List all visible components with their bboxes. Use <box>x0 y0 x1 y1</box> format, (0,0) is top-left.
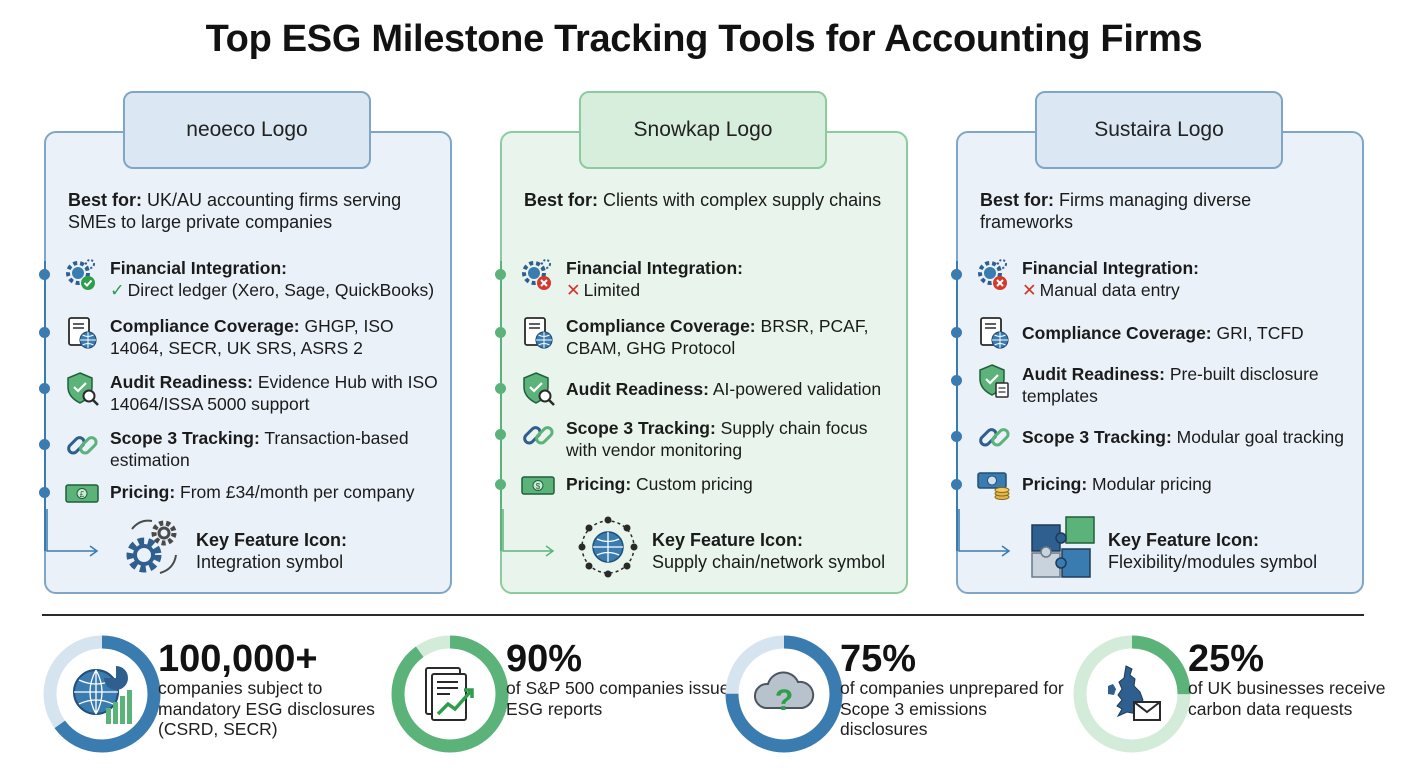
gear-cross-icon <box>522 259 551 290</box>
progress-ring <box>725 635 843 753</box>
row-text: Audit Readiness: Pre-built disclosure te… <box>1022 364 1319 406</box>
money-icon: £ <box>65 484 99 503</box>
puzzle-icon <box>1031 516 1095 578</box>
stat-number: 100,000+ <box>158 638 318 680</box>
stat-description: of companies unprepared for Scope 3 emis… <box>840 678 1064 739</box>
row-dot <box>39 269 50 280</box>
key-feature: Key Feature Icon:Supply chain/network sy… <box>502 509 902 579</box>
row-text: Audit Readiness: Evidence Hub with ISO 1… <box>110 372 438 414</box>
page-title: Top ESG Milestone Tracking Tools for Acc… <box>205 18 1203 60</box>
row-text: Scope 3 Tracking: Transaction-based esti… <box>110 428 409 470</box>
snowkap-logo: Snowkap Logo <box>579 91 827 169</box>
key-feature-text: Key Feature Icon:Integration symbol <box>196 530 348 572</box>
tool-card-sustaira: Best for: Firms managing diverse framewo… <box>951 131 1364 594</box>
row-text: Compliance Coverage: GRI, TCFD <box>1022 323 1304 343</box>
shield-search-icon <box>523 372 555 406</box>
stat-number: 25% <box>1188 638 1265 680</box>
divider <box>42 614 1364 616</box>
card-rail <box>44 261 46 551</box>
chain-link-icon <box>979 428 1010 447</box>
card-rail <box>500 261 502 551</box>
row-dot <box>39 327 50 338</box>
progress-ring <box>391 635 509 753</box>
row-text: Scope 3 Tracking: Modular goal tracking <box>1022 427 1344 447</box>
row-text: Financial Integration:✕Manual data entry <box>1022 258 1199 300</box>
gear-cross-icon <box>978 259 1007 290</box>
arrow-icon <box>502 509 555 557</box>
row-dot <box>495 429 506 440</box>
globe-chart-icon <box>73 666 132 724</box>
money-icon: $ <box>521 476 555 495</box>
row-dot <box>951 269 962 280</box>
svg-text:£: £ <box>80 490 85 499</box>
stat-sp500-esg: 90% of S&P 500 companies issue ESG repor… <box>388 632 729 753</box>
row-dot <box>495 383 506 394</box>
best-for: Best for: Clients with complex supply ch… <box>524 190 882 210</box>
arrow-icon <box>46 509 99 557</box>
money-coins-icon <box>977 472 1010 500</box>
report-growth-icon <box>425 667 474 721</box>
row-dot <box>951 479 962 490</box>
row-text: Audit Readiness: AI-powered validation <box>566 379 882 399</box>
document-globe-icon <box>524 317 553 349</box>
sustaira-logo: Sustaira Logo <box>1035 91 1283 169</box>
row-text: Financial Integration:✕Limited <box>566 258 743 300</box>
row-dot <box>39 487 50 498</box>
row-dot <box>39 439 50 450</box>
card-rail <box>956 261 958 551</box>
cloud-question-icon: ? <box>754 671 815 717</box>
stat-description: companies subject to mandatory ESG discl… <box>158 678 375 739</box>
document-globe-icon <box>980 317 1009 349</box>
stat-description: of S&P 500 companies issue ESG reports <box>506 678 730 719</box>
arrow-icon <box>958 509 1011 557</box>
row-text: Scope 3 Tracking: Supply chain focus wit… <box>566 418 868 460</box>
row-dot <box>951 327 962 338</box>
row-text: Pricing: From £34/month per company <box>110 482 415 502</box>
row-dot <box>39 383 50 394</box>
row-dot <box>495 327 506 338</box>
stat-scope3-unprepared: ? 75% of companies unprepared for Scope … <box>722 632 1064 753</box>
stat-number: 75% <box>840 638 917 680</box>
svg-text:$: $ <box>536 482 541 491</box>
globe-network-icon <box>578 516 638 578</box>
tool-card-neoeco: Best for: UK/AU accounting firms serving… <box>39 131 452 594</box>
stat-uk-carbon-requests: 25% of UK businesses receive carbon data… <box>1070 632 1408 753</box>
row-text: Compliance Coverage: GHGP, ISO 14064, SE… <box>110 316 394 358</box>
best-for: Best for: UK/AU accounting firms serving… <box>68 190 402 232</box>
row-dot <box>951 431 962 442</box>
progress-ring <box>1073 635 1191 753</box>
progress-ring <box>43 635 161 753</box>
stat-companies-subject: 100,000+ companies subject to mandatory … <box>40 632 380 753</box>
shield-document-icon <box>979 364 1009 398</box>
document-globe-icon <box>68 317 97 349</box>
key-feature: Key Feature Icon:Integration symbol <box>46 509 446 579</box>
row-dot <box>495 479 506 490</box>
svg-text:?: ? <box>775 684 793 717</box>
gears-integration-icon <box>126 519 177 574</box>
row-dot <box>951 375 962 386</box>
key-feature: Key Feature Icon:Flexibility/modules sym… <box>958 509 1358 579</box>
key-feature-text: Key Feature Icon:Supply chain/network sy… <box>652 530 886 572</box>
shield-search-icon <box>67 372 99 406</box>
best-for: Best for: Firms managing diverse framewo… <box>980 190 1252 232</box>
uk-map-mail-icon <box>1108 665 1161 721</box>
chain-link-icon <box>67 436 98 455</box>
row-text: Pricing: Custom pricing <box>566 474 753 494</box>
chain-link-icon <box>523 426 554 445</box>
stat-number: 90% <box>506 638 583 680</box>
row-text: Pricing: Modular pricing <box>1022 474 1212 494</box>
key-feature-text: Key Feature Icon:Flexibility/modules sym… <box>1108 530 1318 572</box>
tool-card-snowkap: Best for: Clients with complex supply ch… <box>495 131 908 594</box>
row-text: Financial Integration:✓Direct ledger (Xe… <box>110 258 435 300</box>
gear-check-icon <box>66 259 95 290</box>
row-text: Compliance Coverage: BRSR, PCAF, CBAM, G… <box>566 316 869 358</box>
row-dot <box>495 269 506 280</box>
neoeco-logo: neoeco Logo <box>123 91 371 169</box>
stat-description: of UK businesses receive carbon data req… <box>1188 678 1386 719</box>
